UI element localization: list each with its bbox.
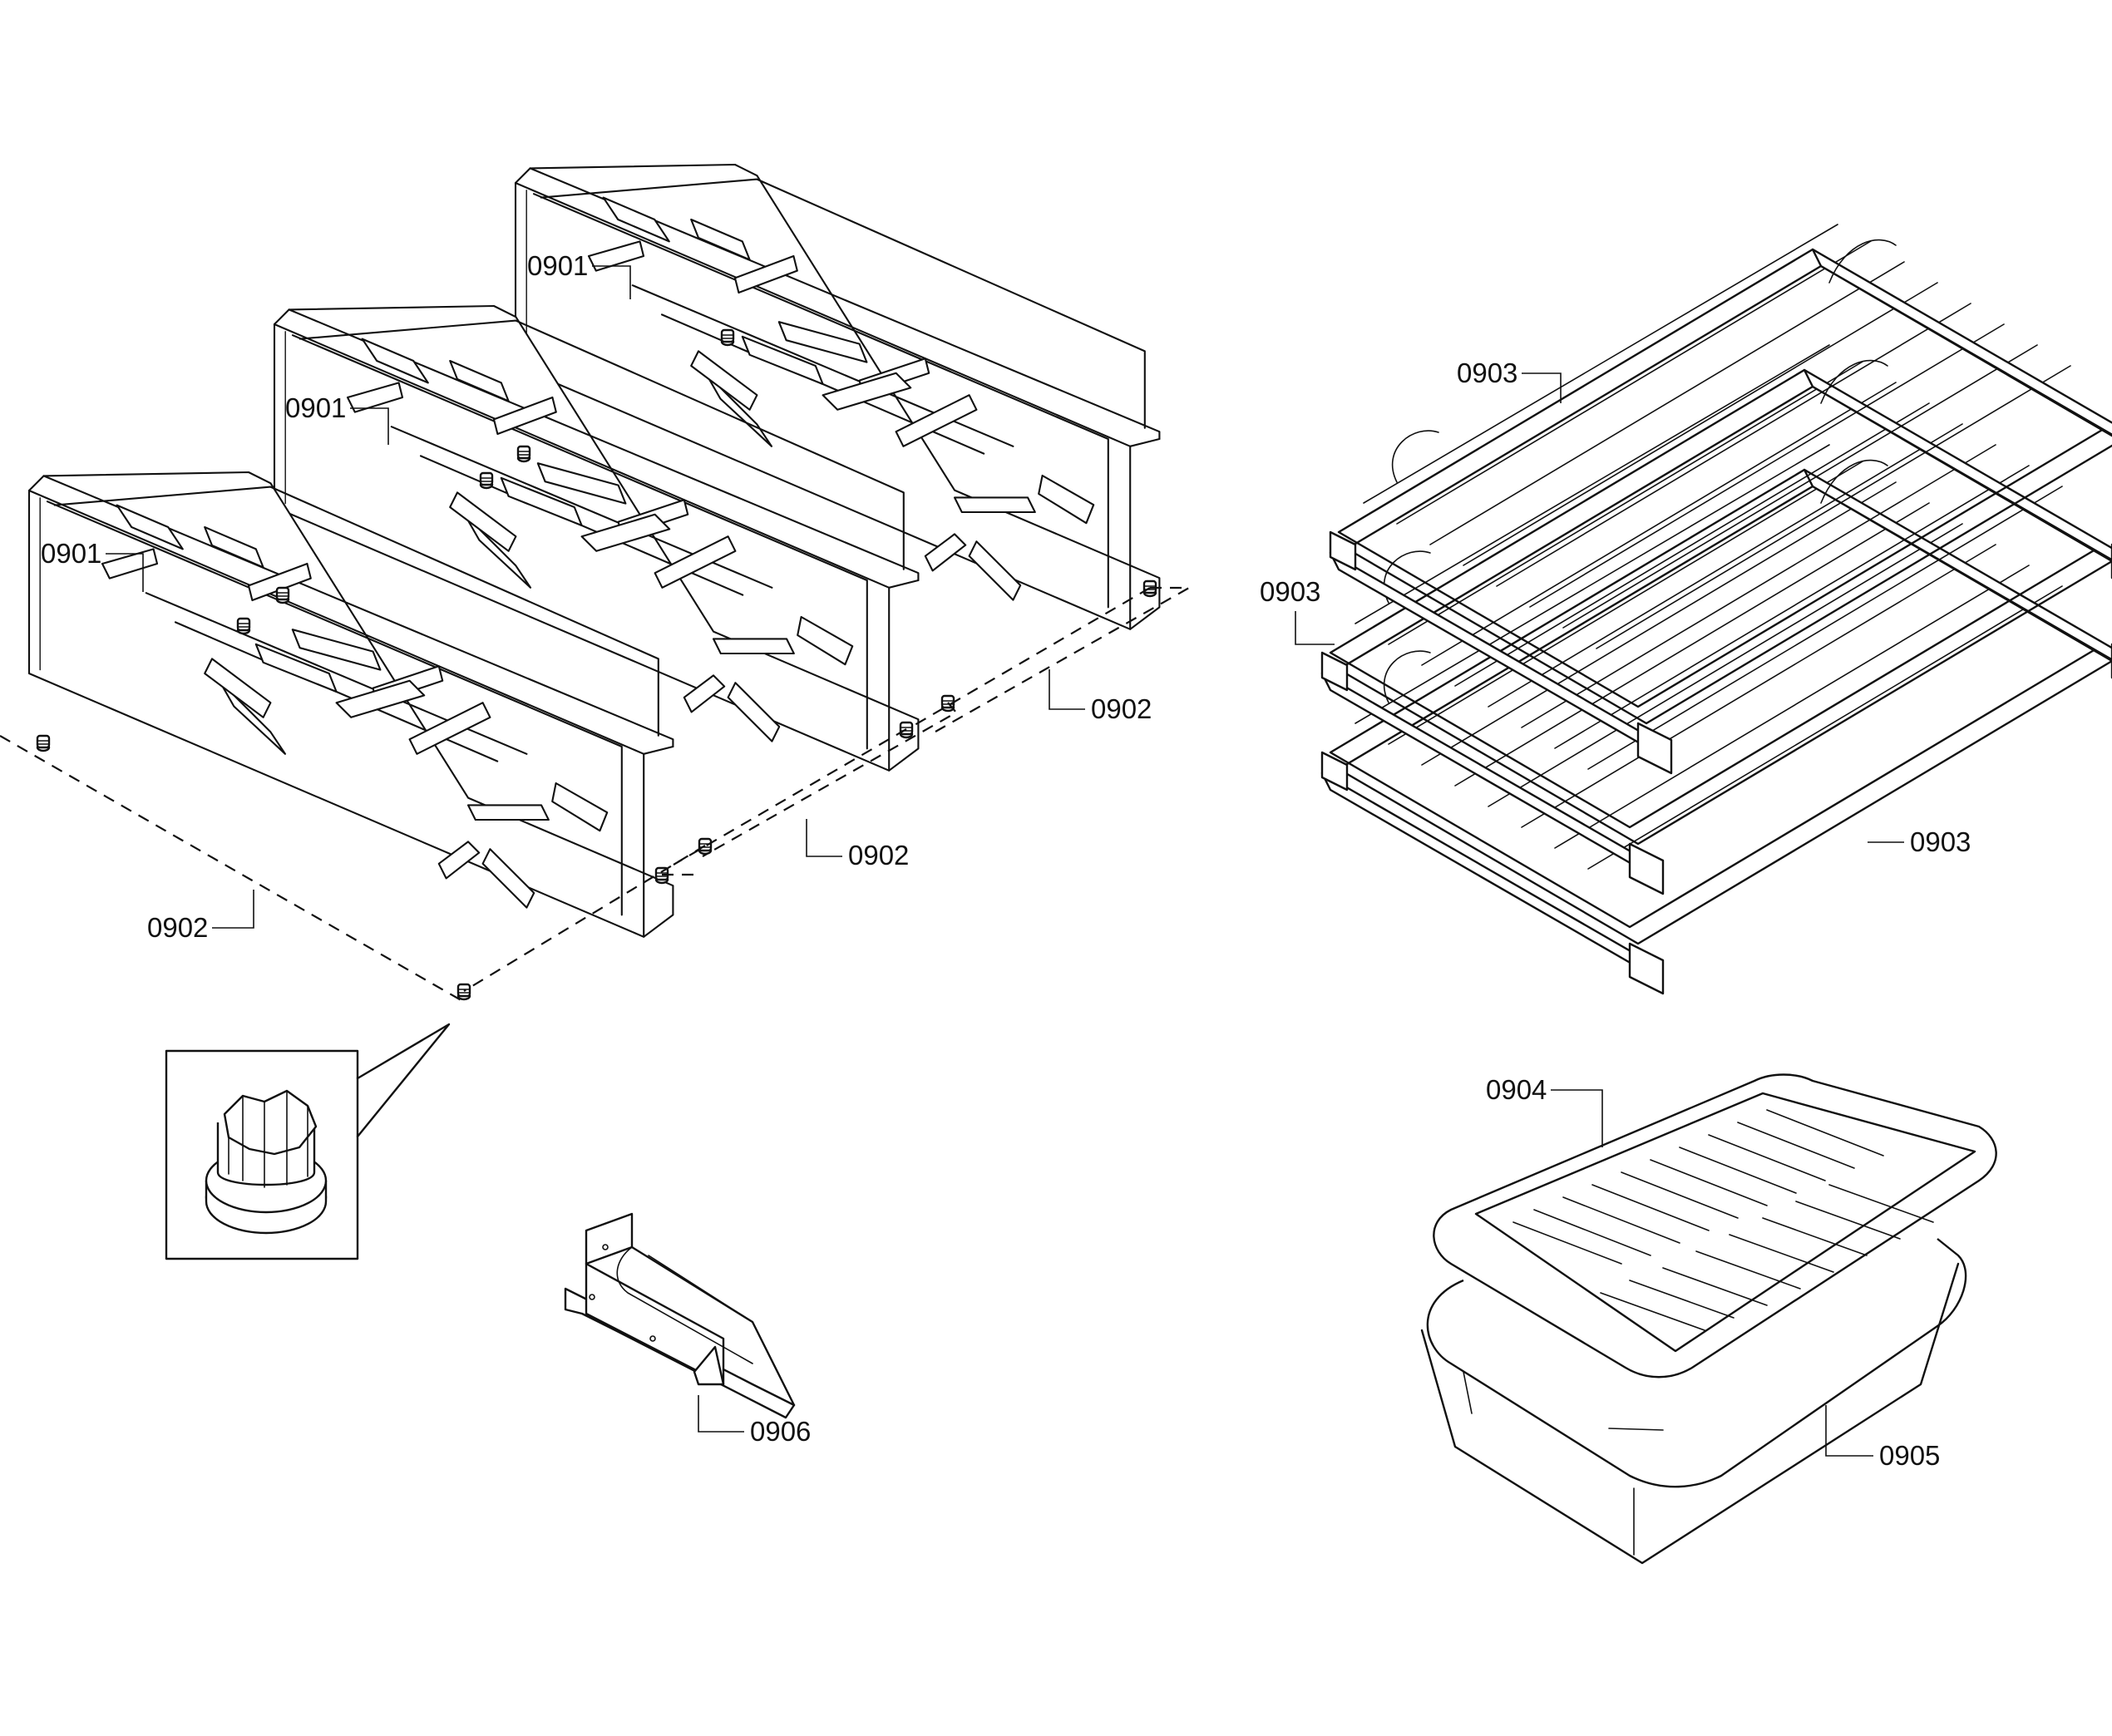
callout-grate-rear: 0901 — [527, 250, 631, 299]
svg-text:0903: 0903 — [1260, 576, 1320, 607]
svg-text:0902: 0902 — [848, 840, 909, 870]
oven-rack-top — [1329, 223, 2112, 775]
bumper-alignment-lines — [0, 586, 1193, 1003]
svg-text:0901: 0901 — [527, 250, 588, 281]
broiler-slots — [1512, 1109, 1934, 1331]
svg-text:0903: 0903 — [1457, 358, 1517, 388]
callout-bumper-left: 0902 — [147, 890, 254, 943]
svg-text:0906: 0906 — [750, 1416, 811, 1447]
svg-text:0902: 0902 — [1091, 693, 1152, 724]
svg-text:0904: 0904 — [1486, 1074, 1547, 1105]
svg-text:0903: 0903 — [1910, 826, 1971, 857]
callout-rack-top: 0903 — [1457, 358, 1562, 403]
svg-text:0902: 0902 — [147, 912, 208, 943]
broiler-grid — [1433, 1073, 1997, 1378]
svg-text:0901: 0901 — [41, 538, 101, 569]
bracket — [564, 1212, 796, 1419]
callout-bumper-right: 0902 — [1049, 669, 1152, 724]
callout-rack-middle: 0903 — [1260, 576, 1335, 645]
svg-text:0905: 0905 — [1879, 1440, 1940, 1471]
callout-bumper-middle: 0902 — [806, 819, 909, 870]
callout-grate-middle: 0901 — [285, 392, 389, 445]
callout-rack-bottom: 0903 — [1868, 826, 1971, 857]
callout-grate-front: 0901 — [41, 538, 144, 592]
callout-broiler-pan: 0905 — [1825, 1405, 1940, 1471]
bumper-detail-inset — [165, 1023, 451, 1260]
rubber-foot-icon — [205, 1089, 328, 1235]
callout-bracket: 0906 — [698, 1395, 811, 1447]
svg-text:0901: 0901 — [285, 392, 346, 423]
callout-broiler-grid: 0904 — [1486, 1074, 1603, 1147]
